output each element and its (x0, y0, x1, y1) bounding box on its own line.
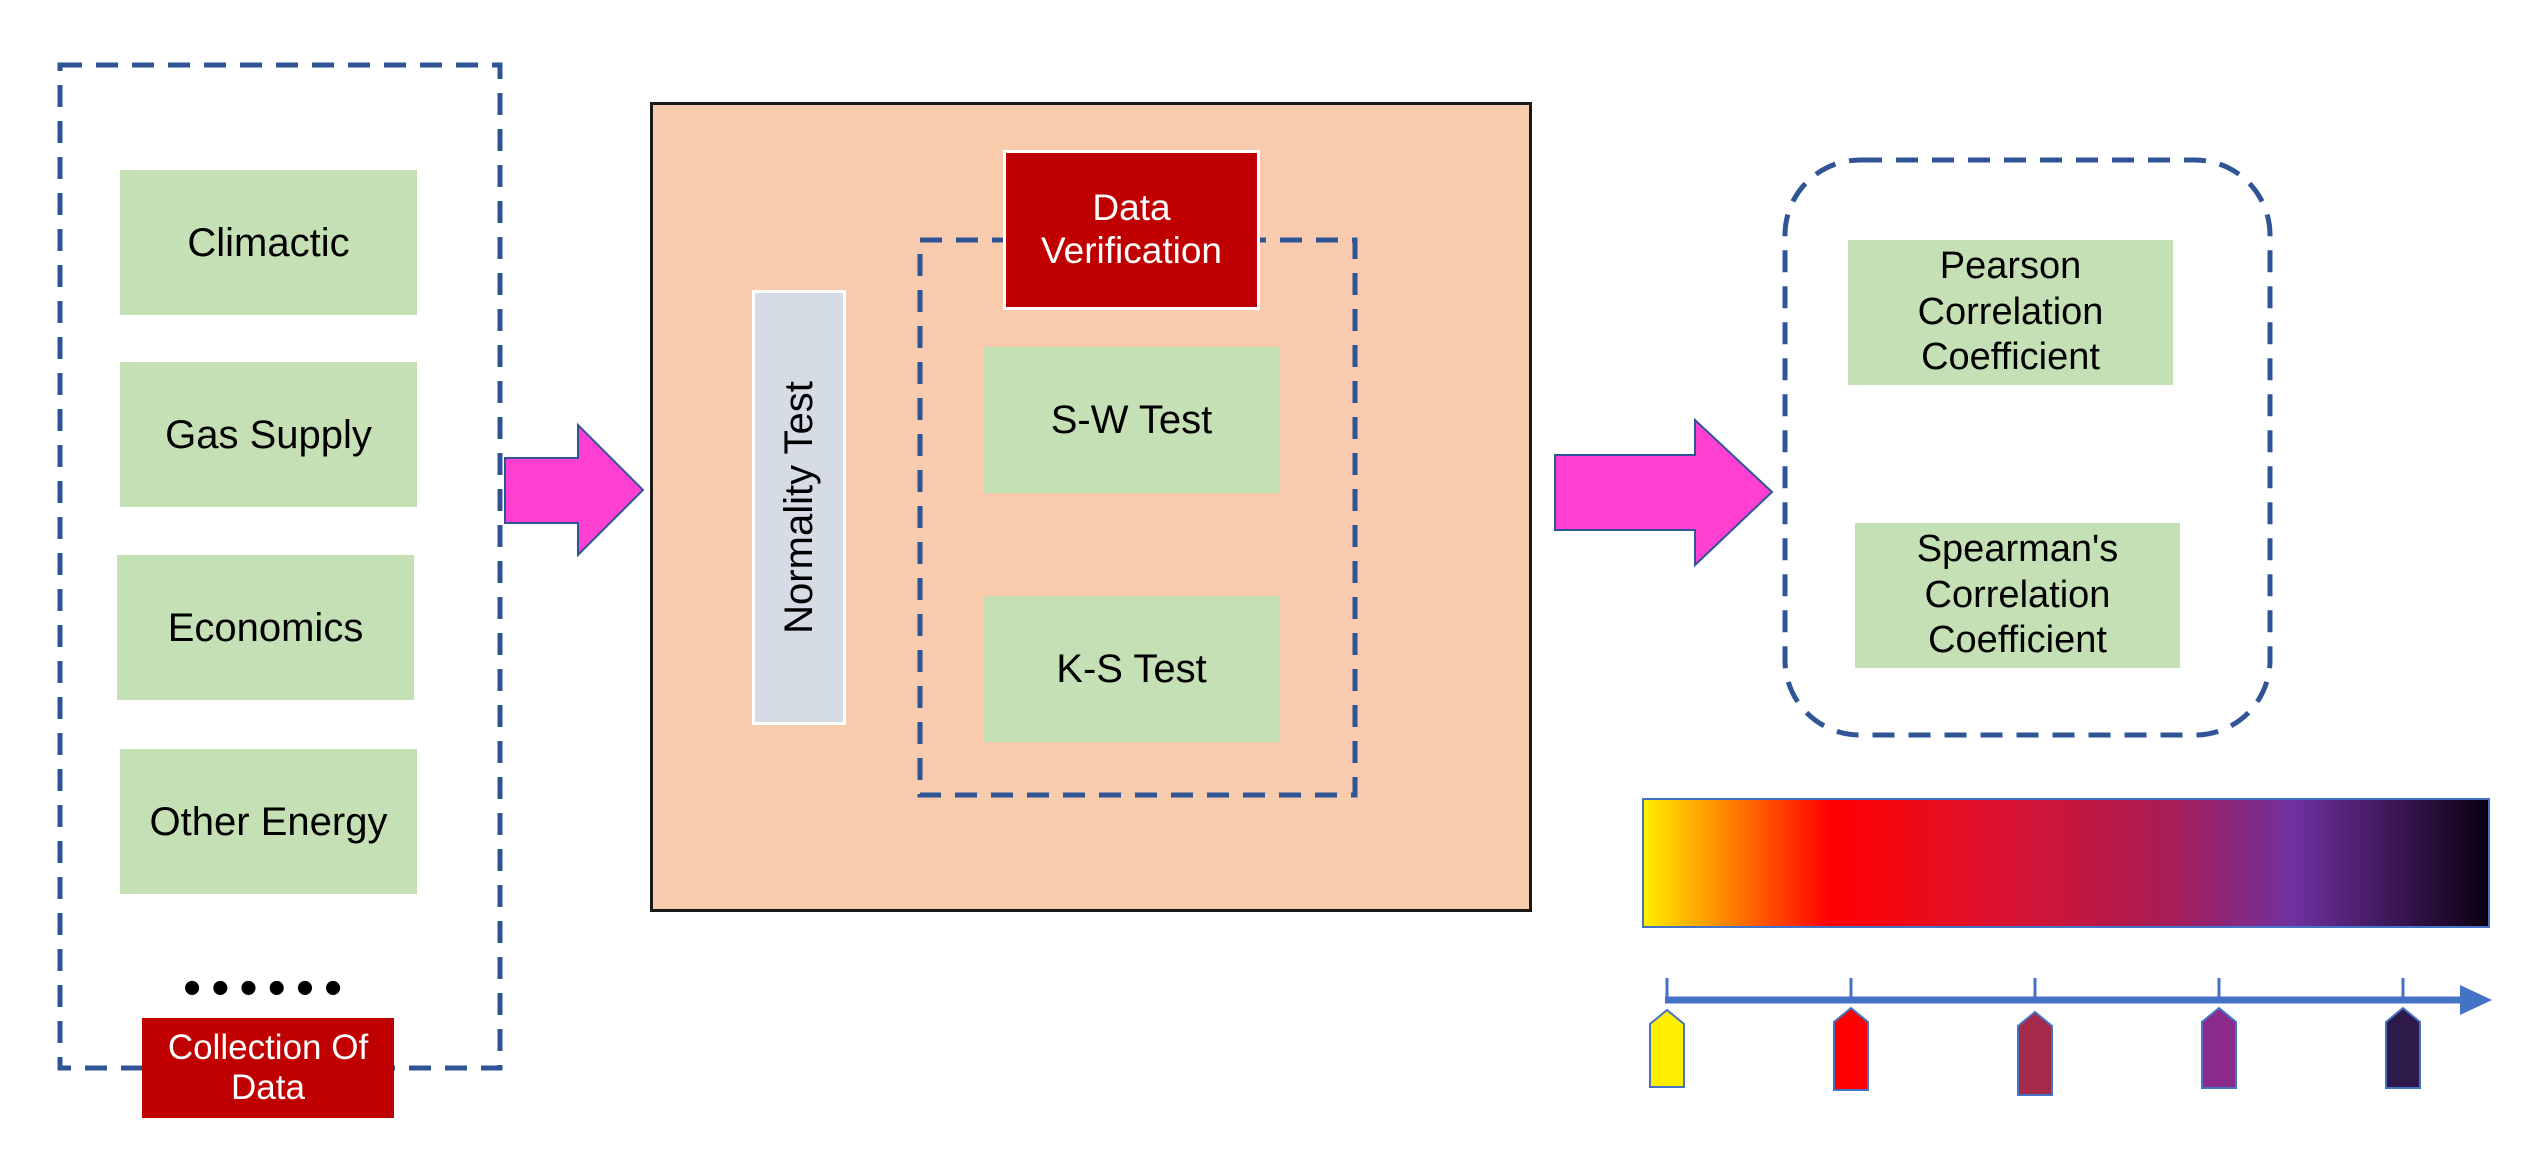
flow-arrow-right-icon (1554, 417, 1774, 568)
color-gradient-bar (1642, 798, 2490, 928)
scale-marker-icon (2017, 1010, 2053, 1096)
scale-ticks (1665, 978, 2405, 1000)
ks-test-label: K-S Test (1056, 647, 1207, 691)
collection-item-gas-supply: Gas Supply (120, 362, 417, 507)
collection-label: Collection Of Data (142, 1018, 394, 1118)
scale-marker-icon (1649, 1008, 1685, 1088)
normality-test-box: Normality Test (752, 290, 846, 725)
ks-test-box: K-S Test (983, 596, 1280, 742)
flow-arrow-right-icon (504, 422, 645, 558)
collection-item-label: Gas Supply (165, 412, 372, 457)
collection-item-label: Economics (167, 605, 364, 650)
correlation-dashed-frame (1782, 157, 2273, 738)
collection-item-other-energy: Other Energy (120, 749, 417, 894)
more-items-ellipsis: •••••• (183, 959, 353, 1017)
spearman-coefficient-box: Spearman's Correlation Coefficient (1855, 523, 2180, 668)
scale-axis-arrowhead-icon (2460, 985, 2492, 1015)
scale-marker-icon (2385, 1006, 2421, 1089)
collection-item-label: Climactic (187, 220, 350, 265)
scale-markers (1649, 1006, 2421, 1096)
pearson-coefficient-box: Pearson Correlation Coefficient (1848, 240, 2173, 385)
sw-test-label: S-W Test (1050, 398, 1213, 442)
scale-marker-icon (2201, 1006, 2237, 1089)
data-verification-title: Data Verification (1003, 150, 1260, 310)
scale-marker-icon (1833, 1006, 1869, 1091)
collection-item-climactic: Climactic (120, 170, 417, 315)
collection-item-economics: Economics (117, 555, 414, 700)
collection-item-label: Other Energy (149, 799, 388, 844)
sw-test-box: S-W Test (983, 347, 1280, 493)
